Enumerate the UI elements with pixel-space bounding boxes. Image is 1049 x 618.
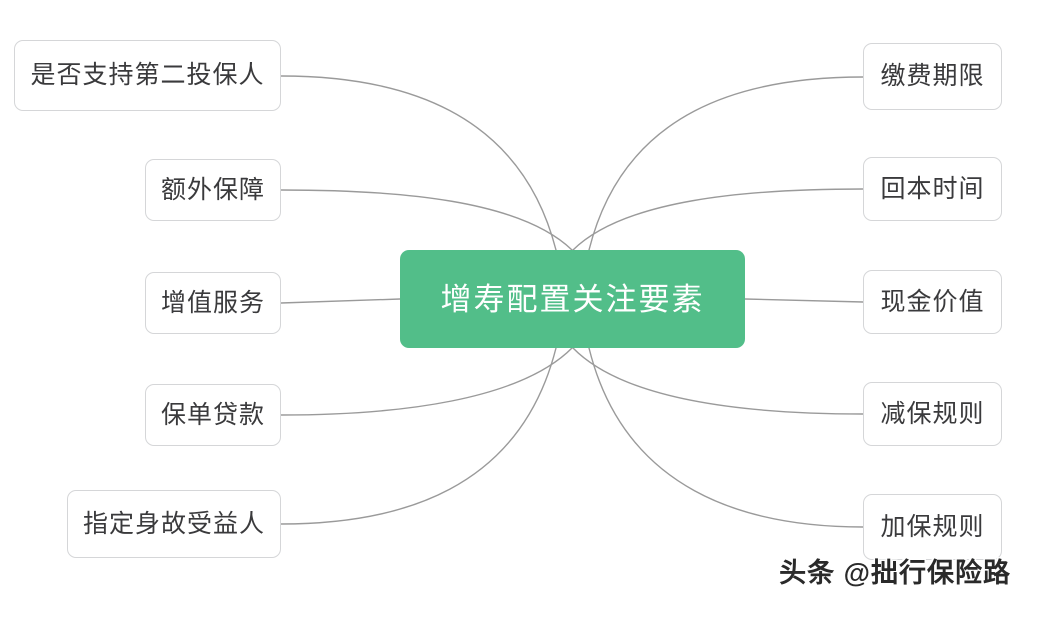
connector-edge [280, 347, 557, 525]
connector-edge [280, 298, 401, 304]
connector-edge [572, 188, 864, 251]
branch-node-left-5[interactable]: 指定身故受益人 [67, 490, 281, 558]
branch-node-right-5[interactable]: 加保规则 [863, 494, 1002, 560]
branch-node-left-1[interactable]: 是否支持第二投保人 [14, 40, 281, 111]
connector-edge [588, 76, 864, 251]
branch-node-label: 额外保障 [160, 175, 265, 204]
branch-node-right-4[interactable]: 减保规则 [863, 382, 1002, 446]
branch-node-label: 保单贷款 [160, 400, 265, 429]
connector-edge [280, 189, 573, 251]
branch-node-label: 减保规则 [880, 399, 985, 428]
branch-node-label: 指定身故受益人 [82, 509, 265, 538]
branch-node-label: 增值服务 [160, 288, 265, 317]
branch-node-label: 加保规则 [880, 512, 985, 541]
branch-node-left-3[interactable]: 增值服务 [145, 272, 281, 334]
branch-node-left-4[interactable]: 保单贷款 [145, 384, 281, 446]
branch-node-right-3[interactable]: 现金价值 [863, 270, 1002, 334]
center-node[interactable]: 增寿配置关注要素 [400, 250, 745, 348]
branch-node-right-1[interactable]: 缴费期限 [863, 43, 1002, 110]
connector-edge [280, 347, 573, 416]
center-node-label: 增寿配置关注要素 [440, 281, 705, 317]
connector-edge [588, 347, 864, 528]
branch-node-right-2[interactable]: 回本时间 [863, 157, 1002, 221]
branch-node-label: 缴费期限 [880, 62, 985, 90]
branch-node-label: 现金价值 [880, 287, 985, 316]
connector-edge [572, 347, 864, 415]
branch-node-label: 回本时间 [880, 174, 985, 203]
watermark: 头条 @拙行保险路 [779, 558, 1011, 588]
connector-edge [744, 298, 864, 303]
connector-edge [280, 75, 557, 251]
branch-node-left-2[interactable]: 额外保障 [145, 159, 281, 221]
branch-node-label: 是否支持第二投保人 [30, 61, 265, 89]
